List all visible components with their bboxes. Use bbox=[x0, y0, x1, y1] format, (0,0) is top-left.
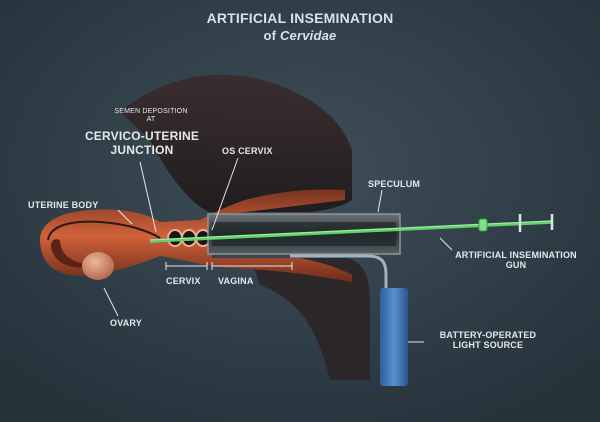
ovary-shape bbox=[82, 252, 114, 280]
title-line-2-italic: Cervidae bbox=[279, 28, 337, 43]
light-cable bbox=[290, 254, 388, 292]
gun-label-line-1: ARTIFICIAL INSEMINATION bbox=[455, 250, 577, 260]
speculum-label: SPECULUM bbox=[368, 179, 421, 189]
semen-deposition-at: AT bbox=[146, 116, 156, 124]
insemination-gun-label: ARTIFICIAL INSEMINATION GUN bbox=[446, 250, 586, 271]
vagina-label: VAGINA bbox=[218, 276, 254, 286]
cervix-label: CERVIX bbox=[166, 276, 201, 286]
tract-outline bbox=[47, 220, 161, 241]
light-label-line-2: LIGHT SOURCE bbox=[452, 340, 524, 351]
light-source-label: BATTERY-OPERATED LIGHT SOURCE bbox=[428, 330, 548, 351]
os-cervix-label: OS CERVIX bbox=[222, 146, 273, 156]
page-subtitle: of Cervidae bbox=[0, 28, 600, 44]
uterine-body-label: UTERINE BODY bbox=[28, 200, 99, 210]
cervico-uterine-line-2: JUNCTION bbox=[110, 142, 174, 157]
lower-body-silhouette bbox=[250, 258, 370, 380]
semen-deposition-label: SEMEN DEPOSITION AT bbox=[96, 108, 206, 124]
title-line-2-prefix: of bbox=[263, 28, 280, 43]
page-title: ARTIFICIAL INSEMINATION bbox=[0, 10, 600, 26]
ovary-label: OVARY bbox=[110, 318, 143, 328]
callout-lines bbox=[103, 157, 453, 343]
battery-light-source bbox=[380, 288, 408, 386]
body-silhouette bbox=[120, 74, 352, 213]
cervico-uterine-label: CERVICO-UTERINE JUNCTION bbox=[72, 129, 212, 158]
light-label-line-1: BATTERY-OPERATED bbox=[439, 330, 537, 340]
gun-label-line-2: GUN bbox=[505, 260, 527, 271]
title-line-1: ARTIFICIAL INSEMINATION bbox=[206, 10, 394, 26]
semen-deposition-line: SEMEN DEPOSITION bbox=[114, 108, 188, 115]
uterine-horn bbox=[51, 239, 100, 268]
cervico-uterine-line-1: CERVICO-UTERINE bbox=[84, 129, 200, 143]
gun-collar bbox=[478, 218, 488, 232]
